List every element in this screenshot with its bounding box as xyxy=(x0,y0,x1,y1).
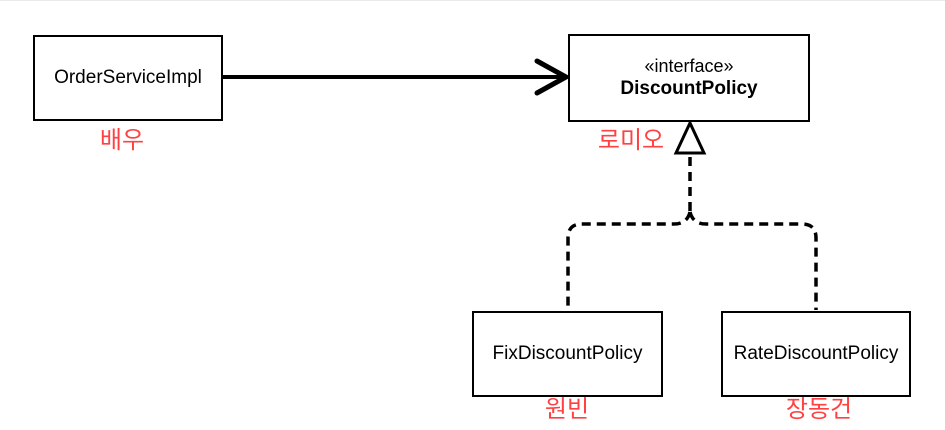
dependency-arrow xyxy=(223,58,572,96)
class-name: DiscountPolicy xyxy=(620,78,758,100)
class-box-orderserviceimpl[interactable]: OrderServiceImpl xyxy=(33,35,223,121)
realization-branch-left xyxy=(566,211,692,310)
class-name: FixDiscountPolicy xyxy=(492,343,643,365)
annotation-fixdiscountpolicy: 원빈 xyxy=(544,396,590,423)
realization-branch-right xyxy=(688,211,818,310)
class-box-fixdiscountpolicy[interactable]: FixDiscountPolicy xyxy=(472,311,663,397)
annotation-ratediscountpolicy: 장동건 xyxy=(785,396,853,423)
annotation-orderserviceimpl: 배우 xyxy=(99,127,145,154)
realization-dashed-lines xyxy=(566,157,818,310)
realization-triangle-icon xyxy=(673,119,707,155)
interface-stereotype: «interface» xyxy=(644,55,734,76)
class-box-discountpolicy[interactable]: «interface» DiscountPolicy xyxy=(568,34,810,122)
class-name: RateDiscountPolicy xyxy=(733,343,899,365)
class-name: OrderServiceImpl xyxy=(54,67,202,89)
annotation-discountpolicy: 로미오 xyxy=(597,127,665,154)
class-box-ratediscountpolicy[interactable]: RateDiscountPolicy xyxy=(721,311,911,397)
